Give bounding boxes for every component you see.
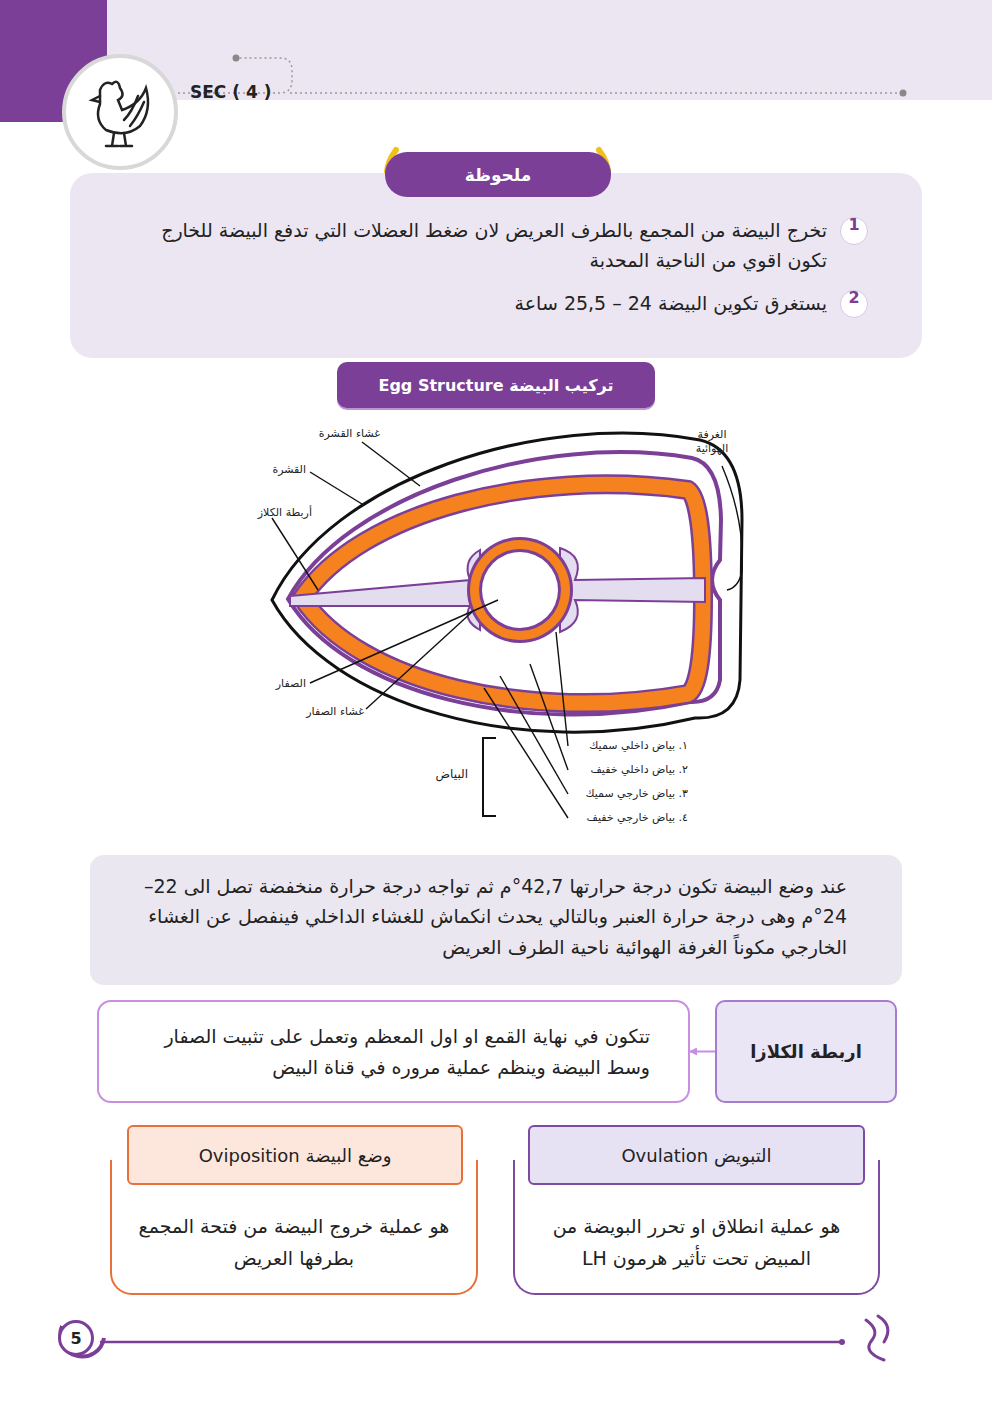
node-text: 2 (848, 285, 859, 311)
part-label: ٣. بياض خارجي سميك (583, 787, 690, 800)
number-badge: 2 (840, 290, 868, 318)
node-text: ملحوظة (465, 165, 532, 185)
part-label: أربطة الكلاز (258, 506, 312, 519)
node-text: هو عملية خروج البيضة من فتحة المجمع بطرف… (136, 1210, 452, 1275)
node-text: تركيب البيضة Egg Structure (378, 376, 613, 395)
part-label: ٢. بياض داخلي خفيف (588, 763, 690, 776)
node-text: تتكون في نهاية القمع او اول المعظم وتعمل… (119, 1021, 650, 1082)
part-label: الغرفة الهوائية (684, 428, 740, 457)
term-header: التبويض Ovulation (528, 1125, 865, 1185)
part-label: ٤. بياض خارجي خفيف (585, 811, 690, 824)
node-text: 1 (848, 212, 859, 238)
part-label: الصفار (276, 677, 306, 690)
definition-box: تتكون في نهاية القمع او اول المعظم وتعمل… (97, 1000, 690, 1103)
node-text: التبويض Ovulation (621, 1145, 771, 1166)
node-text: اربطة الكلازا (750, 1041, 862, 1062)
connector-arrow (690, 1051, 715, 1053)
page-number: 5 (58, 1320, 94, 1356)
term-box: اربطة الكلازا (715, 1000, 897, 1103)
note-pill: ملحوظة (385, 152, 611, 197)
title-pill: تركيب البيضة Egg Structure (337, 362, 655, 408)
section-tag: SEC ( 4 ) (190, 82, 271, 102)
note-panel: تخرج البيضة من المجمع بالطرف العريض لان … (70, 173, 922, 358)
part-label: البياض (436, 767, 468, 781)
node-text: وضع البيضة Oviposition (199, 1145, 392, 1166)
node-text: تخرج البيضة من المجمع بالطرف العريض لان … (130, 215, 827, 276)
info-panel: عند وضع البيضة تكون درجة حرارتها 42,7°م … (90, 855, 902, 985)
term-header: وضع البيضة Oviposition (127, 1125, 463, 1185)
part-label: غشاء القشرة (319, 427, 380, 440)
number-badge: 1 (840, 217, 868, 245)
part-label: ١. بياض داخلي سميك (587, 739, 690, 752)
node-text: 5 (70, 1329, 81, 1348)
node-text: هو عملية انطلاق او تحرر البويضة من المبي… (539, 1210, 854, 1275)
node-text: يستغرق تكوين البيضة 24 – 25,5 ساعة (130, 288, 827, 318)
node-text: عند وضع البيضة تكون درجة حرارتها 42,7°م … (130, 871, 847, 962)
part-label: غشاء الصفار (306, 705, 364, 718)
part-label: القشرة (272, 463, 306, 476)
